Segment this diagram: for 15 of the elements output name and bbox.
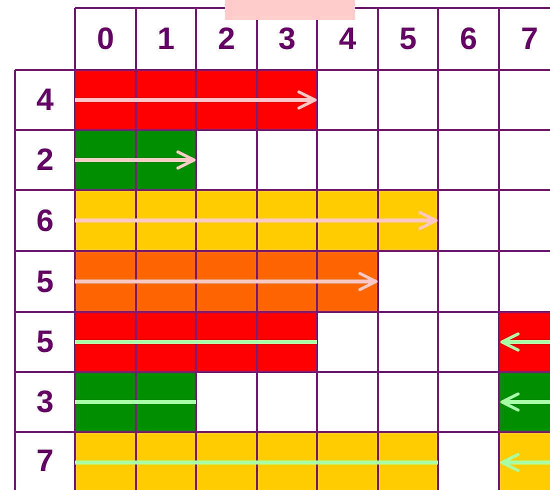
row-number: 6 [35, 202, 55, 240]
row-number: 2 [35, 141, 55, 179]
row-number: 7 [35, 442, 55, 480]
column-number: 6 [458, 20, 478, 58]
column-number: 3 [277, 20, 297, 58]
column-number: 0 [96, 20, 116, 58]
column-number: 2 [216, 20, 236, 58]
column-number: 7 [520, 20, 540, 58]
row-number: 5 [35, 262, 55, 300]
column-number: 5 [398, 20, 418, 58]
row-number: 3 [35, 383, 55, 421]
row-number: 5 [35, 323, 55, 361]
column-number: 1 [156, 20, 176, 58]
row-number: 4 [35, 81, 55, 119]
column-number: 4 [338, 20, 358, 58]
